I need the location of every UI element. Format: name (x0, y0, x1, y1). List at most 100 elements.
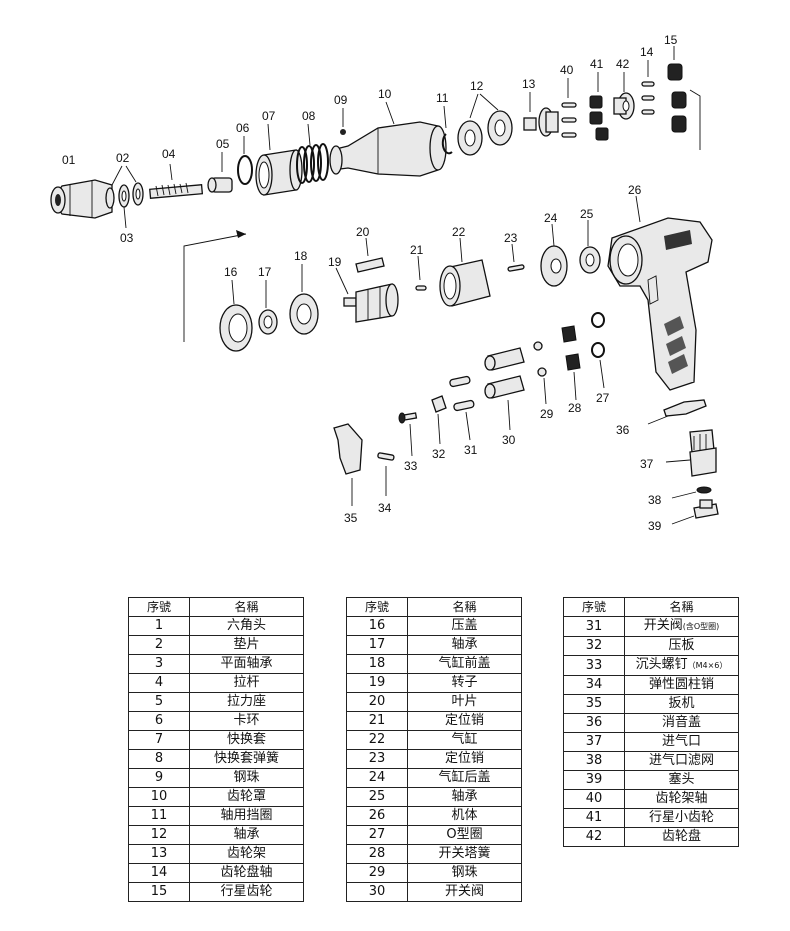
row-name: 轴用挡圈 (189, 806, 304, 826)
row-name: 叶片 (407, 692, 522, 712)
row-name: 行星小齿轮 (624, 808, 739, 828)
part-15-planet-gears (667, 46, 701, 150)
row-no: 28 (346, 844, 408, 864)
row-no: 42 (563, 827, 625, 847)
row-name: 开关阀(含O型圈) (624, 616, 739, 637)
label-19: 19 (328, 255, 342, 269)
part-28-switch-springs (561, 325, 581, 401)
row-no: 12 (128, 825, 190, 845)
label-11: 11 (436, 91, 449, 105)
row-name: 拉力座 (189, 692, 304, 712)
row-name: 塞头 (624, 770, 739, 790)
row-name: 压盖 (407, 616, 522, 636)
part-13-gear-carrier (523, 92, 559, 137)
row-name: 快换套 (189, 730, 304, 750)
row-no: 31 (563, 616, 625, 637)
label-30: 30 (502, 433, 516, 447)
part-36-muffler-cover (647, 399, 707, 425)
label-13: 13 (522, 77, 536, 91)
label-22: 22 (452, 225, 466, 239)
part-08-spring (296, 123, 329, 184)
part-06-snap-ring (237, 136, 253, 185)
row-no: 41 (563, 808, 625, 828)
part-22-cylinder (439, 237, 491, 307)
part-41-planet-pinions (589, 72, 609, 141)
row-no: 15 (128, 882, 190, 902)
part-35-trigger (333, 423, 363, 506)
label-12: 12 (470, 79, 484, 93)
label-41: 41 (590, 57, 604, 71)
row-no: 16 (346, 616, 408, 636)
row-name: 轴承 (407, 635, 522, 655)
row-name: 定位销 (407, 749, 522, 769)
assembly-arrow (183, 230, 247, 342)
row-name-text: 沉头螺钉 (635, 657, 688, 672)
part-39-plug (671, 499, 719, 525)
part-24-cylinder-rear-cover (540, 223, 568, 287)
row-no: 22 (346, 730, 408, 750)
label-28: 28 (568, 401, 582, 415)
exploded-parts-diagram: 01 02 03 04 05 06 07 08 09 10 11 12 13 4… (50, 33, 719, 533)
label-07: 07 (262, 109, 276, 123)
part-40-carrier-shafts (561, 78, 577, 138)
row-name: 沉头螺钉（M4×6） (624, 655, 739, 676)
label-31: 31 (464, 443, 478, 457)
row-name: 齿轮盘轴 (189, 863, 304, 883)
row-name: 拉杆 (189, 673, 304, 693)
part-18-cylinder-front-cover (289, 264, 319, 335)
row-no: 29 (346, 863, 408, 883)
row-name: 齿轮盘 (624, 827, 739, 847)
label-35: 35 (344, 511, 358, 525)
label-40: 40 (560, 63, 574, 77)
part-23-dowel-pin (507, 243, 525, 272)
row-no: 38 (563, 751, 625, 771)
row-name: 钢珠 (189, 768, 304, 788)
label-08: 08 (302, 109, 316, 123)
part-01-hex-head (50, 179, 113, 219)
row-name: 定位销 (407, 711, 522, 731)
part-26-tool-body (607, 195, 713, 391)
label-16: 16 (224, 265, 238, 279)
label-06: 06 (236, 121, 250, 135)
label-39: 39 (648, 519, 662, 533)
part-27-o-rings (591, 312, 605, 389)
part-07-quick-sleeve (255, 123, 303, 196)
row-no: 3 (128, 654, 190, 674)
row-no: 33 (563, 655, 625, 676)
row-name: 六角头 (189, 616, 304, 636)
row-no: 9 (128, 768, 190, 788)
part-16-cover (219, 279, 253, 352)
label-10: 10 (378, 87, 392, 101)
label-21: 21 (410, 243, 424, 257)
header-no: 序號 (128, 597, 190, 617)
label-32: 32 (432, 447, 446, 461)
row-no: 34 (563, 675, 625, 695)
header-name: 名稱 (407, 597, 522, 617)
row-no: 36 (563, 713, 625, 733)
row-name: 轴承 (189, 825, 304, 845)
row-name: 扳机 (624, 694, 739, 714)
row-no: 26 (346, 806, 408, 826)
row-name: 齿轮架轴 (624, 789, 739, 809)
part-09-steel-ball (340, 108, 346, 135)
row-no: 24 (346, 768, 408, 788)
part-33-countersunk-screw (398, 412, 418, 457)
header-name: 名稱 (624, 597, 739, 617)
label-23: 23 (504, 231, 518, 245)
part-12-bearings (457, 93, 513, 156)
row-no: 13 (128, 844, 190, 864)
